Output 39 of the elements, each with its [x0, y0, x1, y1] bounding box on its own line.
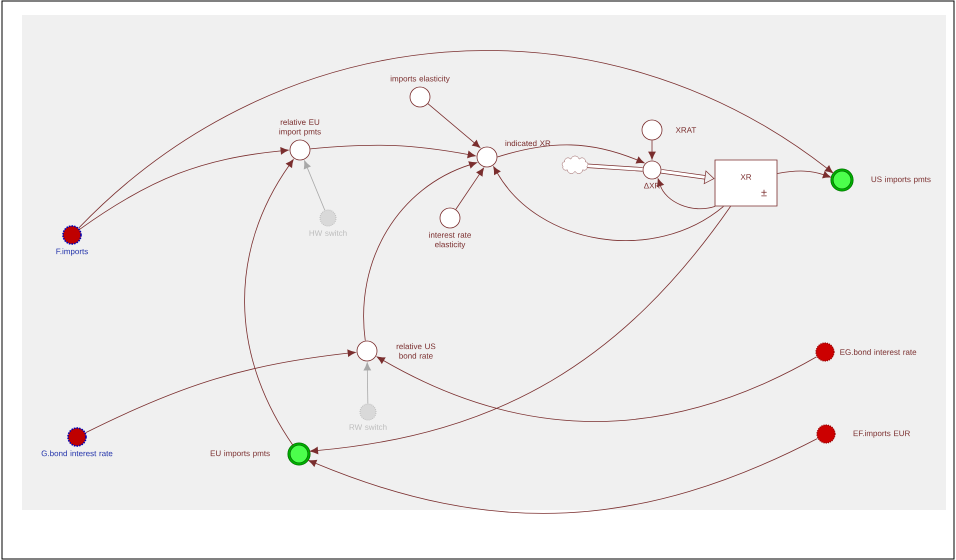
arrow [497, 144, 644, 164]
node-label: relative US bond rate [396, 343, 436, 359]
node-label: imports elasticity [390, 76, 450, 84]
node-label: G.bond interest rate [42, 450, 112, 456]
arrow [308, 438, 818, 514]
output-variable: US imports pmts [830, 168, 931, 192]
arrow [304, 160, 326, 211]
cloud-symbol [562, 156, 588, 174]
input-variable: G.bond interest rate [42, 427, 112, 456]
arrow [656, 178, 716, 210]
node-label: EG.bond interest rate [840, 349, 916, 355]
node-label: XRAT [676, 127, 696, 133]
arrow [455, 168, 484, 210]
node-label: US imports pmts [872, 176, 931, 184]
node-label: F.imports [56, 248, 88, 256]
arrow [310, 206, 731, 454]
arrow [428, 103, 480, 148]
arrow [648, 140, 656, 160]
arrow [80, 147, 289, 230]
arrow [493, 166, 724, 241]
arrow [78, 50, 834, 228]
arrow [364, 362, 371, 404]
arrow [376, 356, 818, 422]
output-variable: EU imports pmts [210, 442, 311, 466]
arrow [310, 144, 476, 158]
arrow [85, 350, 356, 434]
arrow [777, 170, 831, 178]
node-label: interest rate elasticity [429, 232, 471, 249]
stock-box: XR ± [714, 160, 778, 206]
node-label: EF.imports EUR [854, 430, 910, 438]
input-variable: EG.bond interest rate [815, 342, 916, 362]
input-variable: F.imports [56, 225, 88, 256]
arrow [363, 161, 478, 342]
node-label: indicated XR [506, 140, 550, 146]
node-label: EU imports pmts [210, 450, 270, 458]
flow-pipe [587, 164, 643, 172]
input-variable: EF.imports EUR [816, 424, 910, 444]
arrow [244, 159, 294, 446]
node-label: relative EU import pmts [279, 119, 321, 136]
